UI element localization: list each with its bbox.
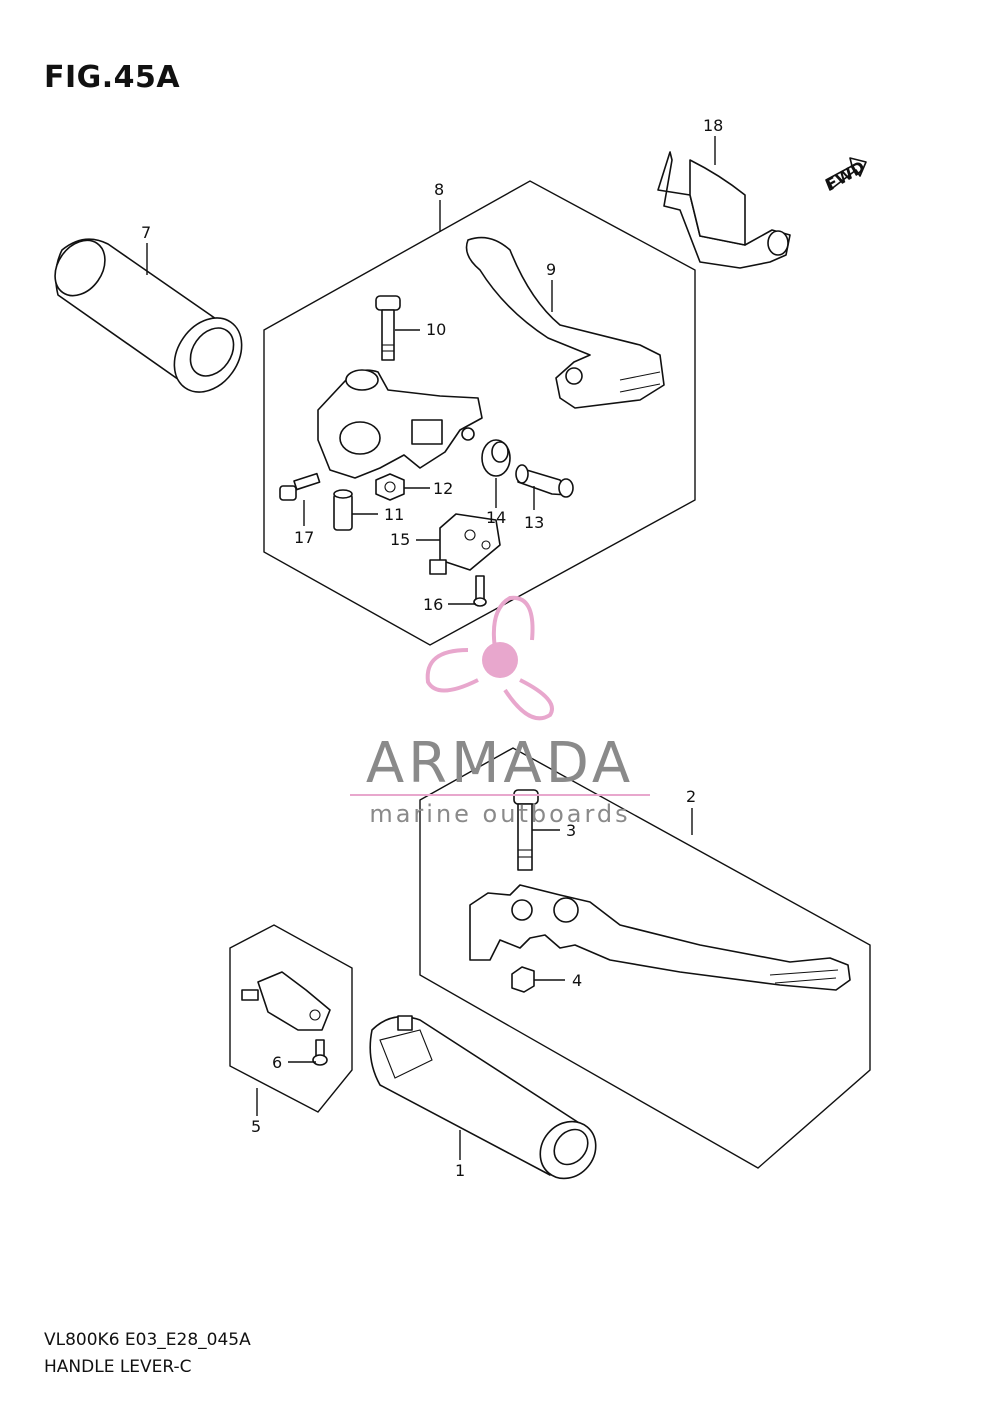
callout-16: 16 [423,595,443,614]
callout-14: 14 [486,508,506,527]
figure-title: FIG.45A [44,60,181,95]
part-2-lever [469,884,851,991]
group-frame-2 [419,747,871,1169]
part-9-lever [465,236,665,409]
callout-11: 11 [384,505,404,524]
callout-12: 12 [433,479,453,498]
part-7-grip [54,238,243,393]
watermark: ARMADA marine outboards [350,595,650,828]
callout-7: 7 [141,223,151,242]
part-13-bolt [515,464,574,498]
callout-18: 18 [703,116,723,135]
group-frame-8 [263,180,696,646]
callout-1: 1 [455,1161,465,1180]
part-10-bolt [375,295,401,361]
lever-bracket [317,369,483,479]
callout-15: 15 [390,530,410,549]
part-14-adjuster [481,439,511,477]
part-3-bolt [513,789,539,871]
callout-5: 5 [251,1117,261,1136]
callout-13: 13 [524,513,544,532]
callout-6: 6 [272,1053,282,1072]
propeller-logo [425,595,554,721]
part-5-switch [241,971,331,1031]
watermark-tagline: marine outboards [369,800,630,828]
fwd-label: FWD [823,157,869,194]
part-4-nut [511,966,535,993]
part-6-screw [312,1039,328,1066]
group-frame-5 [229,924,353,1113]
part-1-grip [369,1015,597,1180]
part-15-switch [429,513,501,575]
callout-8: 8 [434,180,444,199]
callout-9: 9 [546,260,556,279]
part-18-clamp [657,151,791,269]
callout-2: 2 [686,787,696,806]
footer-description: HANDLE LEVER-C [44,1357,192,1377]
watermark-brand: ARMADA [366,731,634,796]
part-17-screw [279,472,321,501]
callout-10: 10 [426,320,446,339]
footer-code: VL800K6 E03_E28_045A [44,1330,251,1350]
part-11-collar [333,489,353,531]
callout-labels: 7 8 9 10 18 12 11 14 13 15 16 17 2 3 4 6… [141,116,723,1180]
callout-3: 3 [566,821,576,840]
callout-17: 17 [294,528,314,547]
leader-lines [146,136,716,1160]
callout-4: 4 [572,971,582,990]
fwd-arrow: FWD [823,157,869,194]
part-12-nut [375,473,405,501]
part-16-screw [473,575,487,607]
